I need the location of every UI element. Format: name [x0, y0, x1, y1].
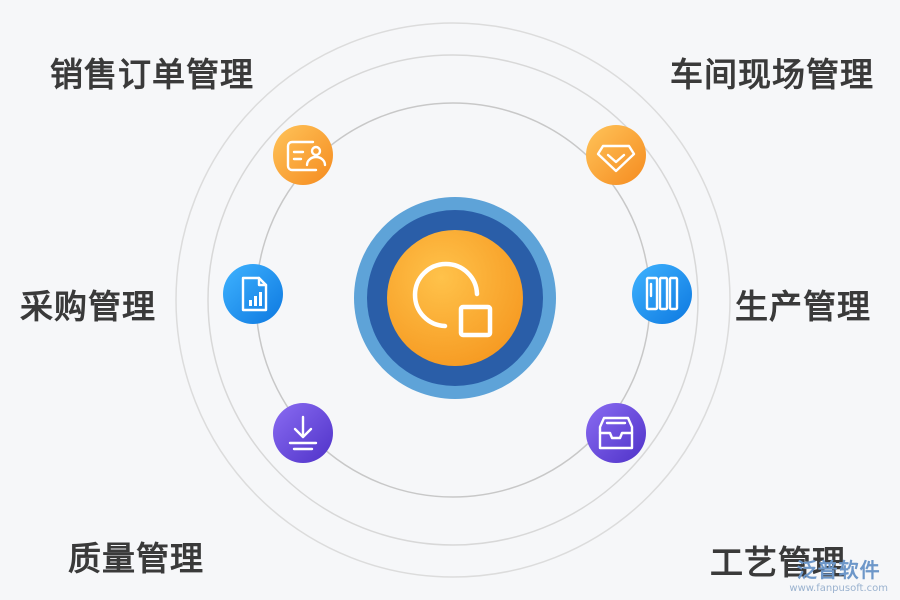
node-production[interactable] [632, 264, 692, 324]
download-icon [288, 415, 318, 451]
inbox-tray-icon [598, 416, 634, 450]
book-binders-icon [645, 276, 679, 311]
watermark-name: 泛普软件 [796, 558, 881, 582]
watermark-url: www.fanpusoft.com [789, 583, 888, 594]
label-quality-management: 质量管理 [68, 539, 204, 578]
diamond-icon [596, 144, 636, 173]
label-production-management: 生产管理 [735, 287, 871, 326]
node-purchase[interactable] [223, 264, 283, 324]
label-sales-order-management: 销售订单管理 [50, 55, 254, 94]
node-process[interactable] [586, 403, 646, 463]
customer-card-icon [286, 140, 327, 172]
label-process-management: 工艺管理 [710, 543, 846, 582]
center-hub [354, 197, 556, 399]
node-quality[interactable] [273, 403, 333, 463]
watermark: 泛普软件 www.fanpusoft.com [789, 554, 888, 594]
document-chart-icon [241, 276, 268, 312]
node-sales[interactable] [273, 125, 333, 185]
middle-ring [207, 54, 699, 546]
chart-bars [249, 292, 262, 306]
node-workshop[interactable] [586, 125, 646, 185]
outer-ring [175, 22, 731, 578]
label-workshop-management: 车间现场管理 [670, 55, 874, 94]
report-app-icon [412, 261, 493, 338]
label-purchase-management: 采购管理 [20, 287, 156, 326]
